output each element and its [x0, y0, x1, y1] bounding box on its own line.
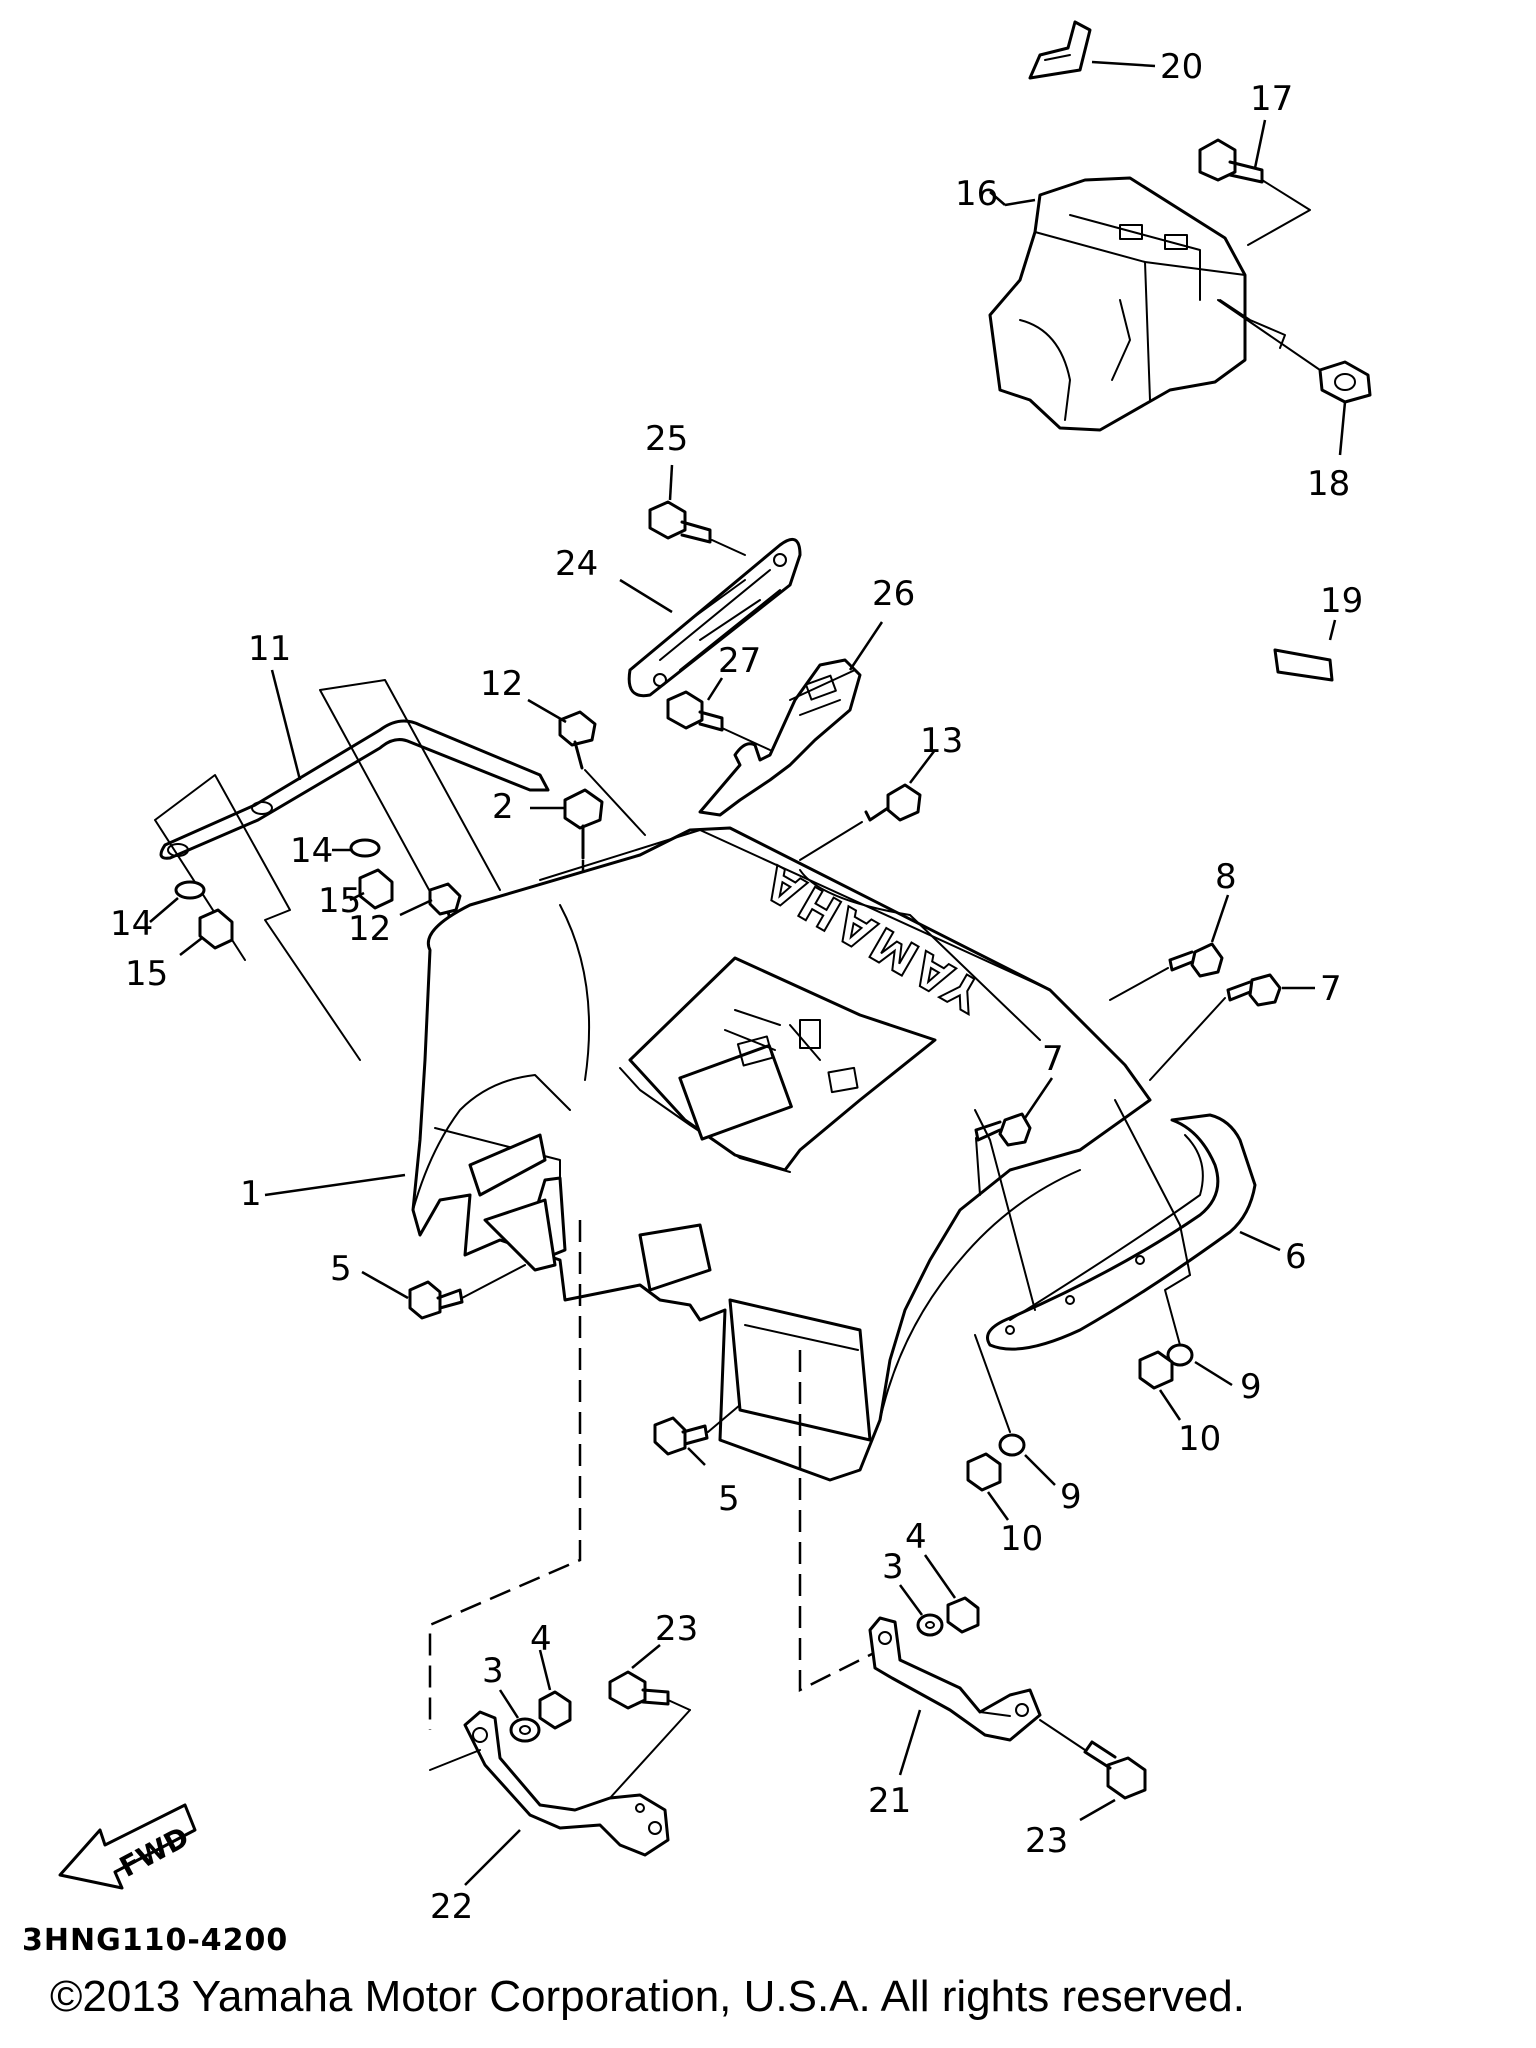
callout-labels: 1 2 3 3 4 4 5 5 6 7 7 8 9 9 10 10 11 12 … — [110, 47, 1363, 1927]
part-9-washer-a — [1166, 1343, 1233, 1387]
part-24-plate — [619, 537, 802, 698]
callout-6: 6 — [1285, 1237, 1307, 1277]
callout-4a: 4 — [905, 1517, 927, 1557]
copyright-notice: ©2013 Yamaha Motor Corporation, U.S.A. A… — [50, 1972, 1245, 2021]
callout-24: 24 — [555, 544, 598, 584]
callout-4b: 4 — [530, 1619, 552, 1659]
callout-5b: 5 — [718, 1479, 740, 1519]
callout-21: 21 — [868, 1781, 911, 1821]
part-10-nut-b — [966, 1274, 1191, 1521]
callout-18: 18 — [1307, 464, 1350, 504]
callout-27: 27 — [718, 641, 761, 681]
part-23-bolt-b — [608, 1644, 691, 1711]
callout-12b: 12 — [348, 909, 391, 949]
callout-13: 13 — [920, 721, 963, 761]
callout-23a: 23 — [1025, 1821, 1068, 1861]
part-7-screw-b — [974, 1077, 1054, 1196]
callout-5a: 5 — [330, 1249, 352, 1289]
part-5-bolt-b — [653, 1404, 741, 1466]
part-5-bolt-a — [361, 1264, 526, 1320]
part-8-screw — [1109, 894, 1230, 1001]
part-26-bracket — [698, 621, 884, 817]
part-16-box — [988, 176, 1286, 432]
callout-10b: 10 — [1000, 1519, 1043, 1559]
callout-14a: 14 — [290, 831, 333, 871]
diagram-code: 3HNG110-4200 — [22, 1923, 289, 1958]
part-15-nut-a — [179, 908, 234, 956]
callout-22: 22 — [430, 1887, 473, 1927]
callout-8: 8 — [1215, 857, 1237, 897]
callout-9a: 9 — [1240, 1367, 1262, 1407]
part-22-bracket — [429, 1709, 691, 1886]
callout-7a: 7 — [1320, 969, 1342, 1009]
part-14-washer-b — [332, 838, 381, 858]
fwd-arrow-icon: FWD — [58, 1803, 197, 1890]
part-7-screw-a — [1149, 973, 1315, 1081]
part-1-fender: YAMAHA — [264, 826, 1152, 1482]
callout-15b: 15 — [125, 954, 168, 994]
callout-14b: 14 — [110, 904, 153, 944]
callout-1: 1 — [240, 1174, 262, 1214]
part-25-bolt — [648, 464, 746, 556]
part-15-nut-b — [349, 868, 394, 910]
part-20-clip — [1028, 20, 1156, 80]
callout-7b: 7 — [1042, 1039, 1064, 1079]
part-6-side-guard — [974, 1099, 1281, 1351]
part-17-bolt — [1198, 119, 1311, 246]
part-27-bolt — [666, 677, 771, 751]
callout-12a: 12 — [480, 664, 523, 704]
part-18-nut — [1217, 299, 1372, 456]
callout-9b: 9 — [1060, 1477, 1082, 1517]
part-11-rail — [154, 669, 550, 1061]
callout-25: 25 — [645, 419, 688, 459]
callout-15a: 15 — [318, 881, 361, 921]
callout-23b: 23 — [655, 1609, 698, 1649]
callout-3a: 3 — [882, 1547, 904, 1587]
callout-3b: 3 — [482, 1651, 504, 1691]
part-10-nut-a — [1138, 1350, 1182, 1421]
part-14-washer-a — [149, 880, 206, 923]
part-4-nut-a — [923, 1554, 980, 1634]
part-23-bolt-a — [1039, 1719, 1147, 1822]
part-3-washer-b — [498, 1689, 541, 1743]
part-21-bracket — [868, 1616, 1042, 1776]
part-9-washer-b — [974, 1334, 1056, 1486]
callout-16: 16 — [955, 174, 998, 214]
callout-17: 17 — [1250, 79, 1293, 119]
callout-20: 20 — [1160, 47, 1203, 87]
callout-11: 11 — [248, 629, 291, 669]
callout-2: 2 — [492, 787, 514, 827]
callout-10a: 10 — [1178, 1419, 1221, 1459]
callout-19: 19 — [1320, 581, 1363, 621]
callout-26: 26 — [872, 574, 915, 614]
part-3-washer-a — [898, 1584, 944, 1637]
part-19-pad — [1273, 619, 1337, 682]
part-13-screw — [799, 749, 936, 861]
part-4-nut-b — [538, 1649, 572, 1730]
part-12-screw-a — [527, 698, 646, 836]
